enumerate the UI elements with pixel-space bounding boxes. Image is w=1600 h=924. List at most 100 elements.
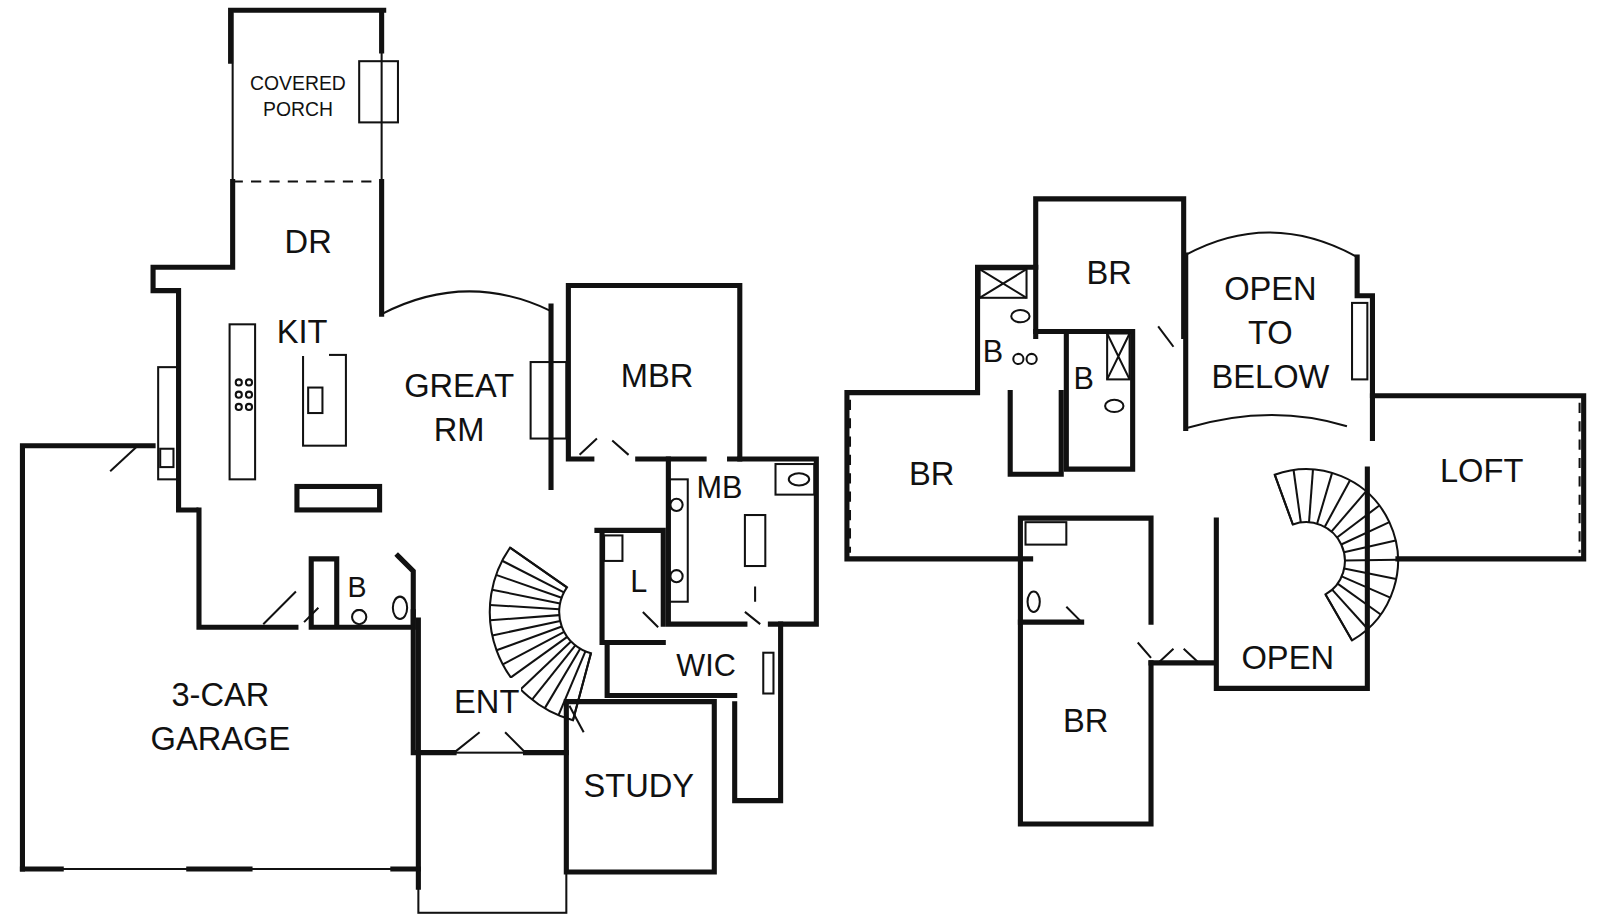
room-name: OPEN [1241,636,1334,680]
room-label: STUDY [581,762,696,810]
room-label: MB [694,465,744,510]
wall-line [1186,233,1357,429]
wall-line [263,592,318,625]
room-name: KIT [277,310,328,354]
room-name: GREAT RM [395,364,523,452]
room-label: L [628,559,649,604]
stair-tread [1345,559,1398,562]
room-label: OPEN TO BELOW [1202,265,1339,401]
room-name: ENT [454,680,519,724]
wall-line [1036,199,1184,337]
room-name: MBR [621,354,694,398]
wall-line [418,753,566,913]
wall-line [1066,607,1151,658]
wall-line [980,269,1027,298]
room-label: GREAT RM [393,362,525,454]
wall-line [580,439,629,455]
stair-tread [1342,576,1391,597]
wall-line [604,535,622,560]
wall-line [236,379,242,385]
wall-line [22,868,418,870]
stair-tread [497,627,562,651]
stair-tread [502,561,564,593]
stair-outline [1275,469,1398,640]
wall-line [1158,649,1199,663]
stair-tread [1275,475,1293,525]
wall-line [1011,310,1029,322]
wall-line [1020,518,1151,824]
room-label: LOFT [1438,447,1525,495]
stair-tread [1331,491,1366,531]
wall-line [382,291,551,314]
stair-tread [490,615,559,620]
stair-tread [1325,480,1350,527]
wall-line [980,269,1027,298]
wall-line [160,449,173,467]
stair-tread [1309,469,1313,522]
room-label: BR [1085,249,1134,297]
wall-line [393,597,407,619]
room-name: COVERED PORCH [244,70,351,122]
wall-line [978,267,1036,387]
stair-tread [573,653,591,720]
wall-line [236,404,242,410]
wall-line [22,866,418,871]
second-floor [847,199,1584,824]
wall-line [352,610,366,624]
stair-tread [492,590,560,604]
wall-line [359,61,398,122]
wall-line [158,367,178,479]
room-name: 3-CAR GARAGE [144,673,297,761]
stair-tread [510,548,567,588]
wall-line [1027,354,1037,364]
room-name: LOFT [1440,449,1523,493]
room-label: 3-CAR GARAGE [142,671,299,763]
wall-line [1151,469,1367,688]
wall-line [849,400,851,553]
wall-line [1026,522,1067,544]
room-label: B [981,329,1005,374]
wall-line [379,182,384,315]
stair-tread [1344,569,1396,580]
room-label: B [1071,356,1095,401]
wall-line [246,379,252,385]
wall-line [548,306,553,488]
wall-line [308,388,322,413]
room-name: BR [1063,699,1108,743]
room-label: KIT [275,308,330,356]
wall-line [110,446,138,471]
wall-line [669,479,687,601]
wall-line [454,732,525,752]
room-name: MB [696,467,742,508]
wall-line [297,486,380,509]
wall-line [1105,400,1123,412]
wall-line [566,702,714,872]
wall-line [246,404,252,410]
room-name: L [630,561,647,602]
room-name: STUDY [583,764,694,808]
spiral-stair [1275,469,1398,640]
stair-tread [1338,584,1381,615]
wall-line [236,392,242,398]
wall-line [597,530,663,642]
room-label: MBR [619,352,696,400]
room-label: DR [283,218,334,266]
wall-line [568,286,739,459]
wall-line [22,446,153,869]
wall-line [311,556,413,627]
room-label: COVERED PORCH [242,68,353,124]
room-label: WIC [674,643,738,688]
room-name: B [1073,358,1093,399]
stair-tread [1337,506,1379,538]
stair-tread [1344,541,1396,553]
stair-tread [492,621,560,636]
wall-line [1036,331,1133,469]
wall-line [1352,303,1367,379]
stair-tread [1294,470,1301,523]
wall-line [670,499,682,511]
room-label: OPEN [1239,634,1336,682]
wall-line [745,515,765,566]
wall-line [668,459,816,624]
wall-line [789,473,809,485]
